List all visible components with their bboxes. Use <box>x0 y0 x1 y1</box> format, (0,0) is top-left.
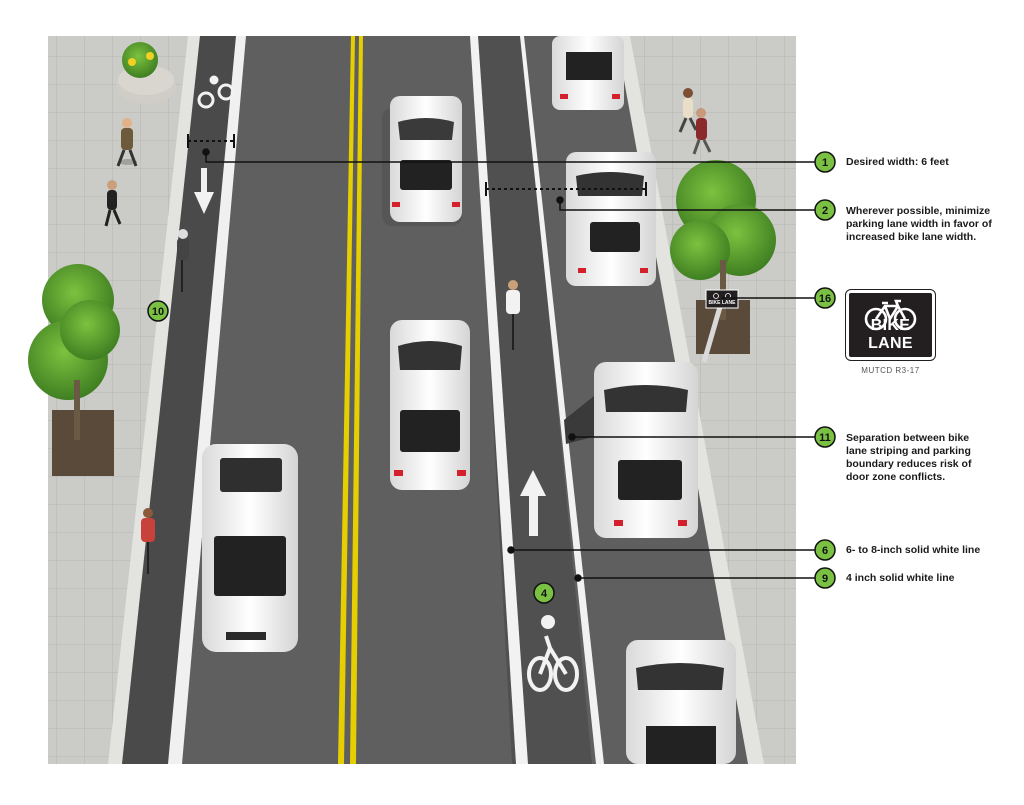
arrow-up-right <box>520 470 546 536</box>
svg-text:11: 11 <box>819 432 831 444</box>
left-bike-lane-line <box>168 36 246 764</box>
callout-badge-2: 2 <box>814 199 836 221</box>
tree-grate-left <box>52 410 114 476</box>
svg-text:1: 1 <box>822 157 828 169</box>
callout-badge-16: 16 <box>814 287 836 309</box>
bike-lane-line-6-8-inch <box>470 36 528 764</box>
pedestrian-4 <box>692 108 712 155</box>
car-middle-center <box>390 320 470 490</box>
svg-text:2: 2 <box>822 205 828 217</box>
pedestrian-3 <box>678 88 698 133</box>
arrow-down-left <box>194 168 214 214</box>
cyclist-left-upper <box>177 229 189 292</box>
svg-text:6: 6 <box>822 545 828 557</box>
svg-text:9: 9 <box>822 573 828 585</box>
sign-text: BIKE LANE <box>868 317 913 352</box>
car-top-right <box>552 36 624 110</box>
cyclist-left-lower <box>141 508 155 574</box>
bike-lane-sign: BIKE LANE <box>845 289 936 361</box>
left-bike-lane <box>122 36 244 764</box>
right-bike-lane <box>472 36 592 764</box>
callout-1-text: Desired width: 6 feet <box>846 156 949 168</box>
car-top-center <box>382 96 462 226</box>
svg-text:10: 10 <box>152 306 164 318</box>
svg-text:16: 16 <box>819 293 831 305</box>
callout-badge-9: 9 <box>814 567 836 589</box>
car-parked-right-2 <box>564 362 698 538</box>
callout-leaders <box>202 148 815 582</box>
parking-line-4-inch <box>520 36 604 764</box>
car-lower-left <box>202 444 298 652</box>
left-sidewalk <box>48 36 192 764</box>
callout-9-text: 4 inch solid white line <box>846 572 955 584</box>
pedestrian-2 <box>104 180 122 227</box>
mini-sign-text: BIKE LANE <box>709 300 737 306</box>
bicycle-icon <box>864 299 917 331</box>
sign-caption: MUTCD R3-17 <box>861 366 920 375</box>
svg-text:4: 4 <box>541 588 548 600</box>
cyclist-right <box>506 280 520 350</box>
callout-6-text: 6- to 8-inch solid white line <box>846 544 981 556</box>
open-car-door <box>564 396 596 444</box>
width-indicator-parking <box>485 182 647 196</box>
callout-badge-10: 10 <box>147 300 169 322</box>
left-curb <box>108 36 200 764</box>
callout-badge-11: 11 <box>814 426 836 448</box>
width-indicator-left <box>187 134 235 148</box>
callout-11-text: Separation between bike lane striping an… <box>846 432 972 483</box>
center-line-2 <box>350 36 363 764</box>
car-parked-right-1 <box>566 152 656 286</box>
callout-2-text: Wherever possible, minimize parking lane… <box>846 205 992 243</box>
pedestrian-1 <box>116 118 138 167</box>
bike-rider-symbol-right <box>527 615 579 692</box>
callout-badge-6: 6 <box>814 539 836 561</box>
bike-symbol-left <box>197 75 235 109</box>
callout-badge-4: 4 <box>533 582 555 604</box>
center-line-1 <box>338 36 355 764</box>
car-bottom-right <box>626 640 736 764</box>
callout-badge-1: 1 <box>814 151 836 173</box>
